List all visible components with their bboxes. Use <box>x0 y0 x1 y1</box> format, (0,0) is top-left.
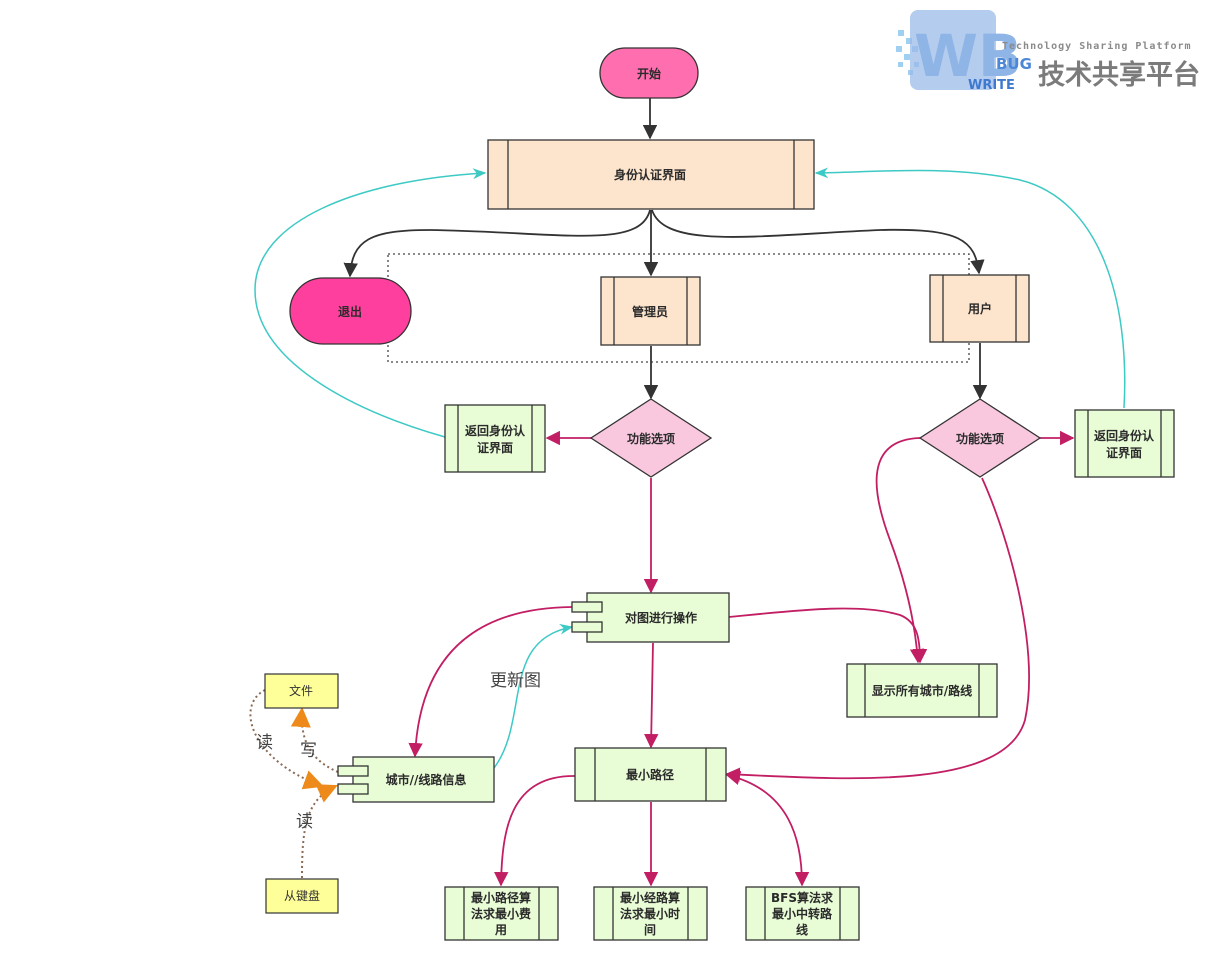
node-city-info: 城市//线路信息 <box>337 756 495 803</box>
node-back-right-line1: 返回身份认 <box>1094 428 1155 443</box>
edge-auth-exit <box>343 209 651 278</box>
node-city-info-label: 城市//线路信息 <box>386 772 467 787</box>
node-algo2-line3: 间 <box>644 922 656 937</box>
edge-shortest-algo3 <box>725 771 810 887</box>
edge-label-read-keyboard: 读 <box>296 812 313 832</box>
node-user: 用户 <box>929 274 1030 343</box>
edge-city-graph-update <box>493 623 574 769</box>
logo: WB BUG WRITE Technology Sharing Platform… <box>896 10 1200 93</box>
logo-english: Technology Sharing Platform <box>1002 40 1192 52</box>
node-back-left: 返回身份认 证界面 <box>444 404 546 473</box>
node-func-user: 功能选项 <box>918 398 1042 478</box>
node-exit: 退出 <box>289 277 412 345</box>
edge-back-right-auth <box>814 167 1126 409</box>
node-algo-min-time: 最小经路算 法求最小时 间 <box>593 886 708 941</box>
edge-func-user-shortest <box>725 477 1030 782</box>
edge-auth-user <box>651 209 985 275</box>
node-file-label: 文件 <box>289 683 313 698</box>
node-algo3-line2: 最小中转路 <box>772 906 833 921</box>
node-algo-bfs: BFS算法求 最小中转路 线 <box>745 886 860 941</box>
node-graph-ops-label: 对图进行操作 <box>625 610 697 625</box>
node-auth-label: 身份认证界面 <box>614 167 686 182</box>
node-show-all-label: 显示所有城市/路线 <box>872 683 972 698</box>
edge-keyboard-city-read <box>301 784 338 879</box>
logo-write: WRITE <box>968 78 1015 93</box>
edge-graph-show <box>728 607 928 664</box>
node-algo3-line1: BFS算法求 <box>771 890 834 905</box>
logo-block <box>910 10 996 90</box>
edge-label-write-file: 写 <box>300 741 317 761</box>
edge-graph-shortest <box>644 642 659 749</box>
node-algo2-line1: 最小经路算 <box>620 890 680 905</box>
node-user-label: 用户 <box>967 301 992 316</box>
edge-label-read-file: 读 <box>256 733 273 753</box>
node-func-user-label: 功能选项 <box>956 431 1004 446</box>
node-algo3-line3: 线 <box>796 922 808 937</box>
node-func-admin: 功能选项 <box>589 398 713 478</box>
node-admin-label: 管理员 <box>632 304 668 319</box>
edge-back-left-auth <box>254 168 487 438</box>
node-back-right: 返回身份认 证界面 <box>1074 409 1175 478</box>
node-shortest: 最小路径 <box>574 747 727 802</box>
node-show-all: 显示所有城市/路线 <box>846 663 998 718</box>
node-keyboard: 从键盘 <box>265 878 339 914</box>
logo-chinese: 技术共享平台 <box>1038 59 1200 91</box>
node-admin: 管理员 <box>600 276 701 346</box>
node-shortest-label: 最小路径 <box>626 767 674 782</box>
node-back-left-line1: 返回身份认 <box>465 423 526 438</box>
node-algo-min-cost: 最小路径算 法求最小费 用 <box>444 886 559 941</box>
node-algo1-line1: 最小路径算 <box>471 890 531 905</box>
edge-file-city-read <box>249 689 324 790</box>
node-start: 开始 <box>599 47 699 99</box>
node-algo1-line3: 用 <box>494 923 507 937</box>
logo-wb: WB <box>914 22 1022 90</box>
logo-bug: BUG <box>996 55 1032 73</box>
edge-graph-city <box>408 606 573 758</box>
edge-shortest-algo1 <box>494 775 576 887</box>
node-back-left-line2: 证界面 <box>477 440 513 455</box>
node-start-label: 开始 <box>637 66 661 81</box>
node-keyboard-label: 从键盘 <box>284 888 320 903</box>
node-func-admin-label: 功能选项 <box>627 431 675 446</box>
edges <box>249 98 1126 887</box>
edge-label-update-graph: 更新图 <box>490 671 541 691</box>
node-exit-label: 退出 <box>338 304 362 319</box>
node-back-right-line2: 证界面 <box>1106 445 1142 460</box>
node-graph-ops: 对图进行操作 <box>571 592 730 643</box>
node-algo2-line2: 法求最小时 <box>620 906 680 921</box>
node-file: 文件 <box>264 673 339 709</box>
node-algo1-line2: 法求最小费 <box>471 906 531 921</box>
node-auth: 身份认证界面 <box>487 139 815 210</box>
edge-func-user-show <box>875 437 925 664</box>
